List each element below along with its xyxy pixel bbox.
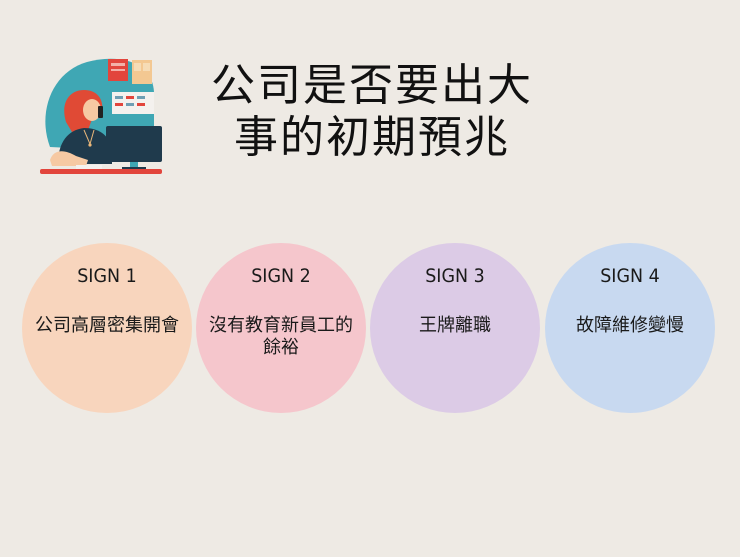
sign-label: SIGN 2: [251, 265, 311, 287]
sign-label: SIGN 4: [600, 265, 660, 287]
page-title: 公司是否要出大 事的初期預兆: [172, 60, 572, 164]
sign-circle-4: SIGN 4 故障維修變慢: [545, 243, 715, 413]
sign-label: SIGN 3: [425, 265, 485, 287]
sign-circle-2: SIGN 2 沒有教育新員工的餘裕: [196, 243, 366, 413]
title-line-1: 公司是否要出大: [211, 60, 533, 111]
sign-circle-1: SIGN 1 公司高層密集開會: [22, 243, 192, 413]
sign-label: SIGN 1: [77, 265, 137, 287]
office-worker-icon: [40, 58, 162, 174]
sign-description: 沒有教育新員工的餘裕: [209, 315, 353, 358]
illustration-woman-on-phone: [32, 52, 162, 174]
title-line-2: 事的初期預兆: [234, 112, 510, 163]
sign-description: 公司高層密集開會: [35, 315, 179, 336]
sign-description: 王牌離職: [419, 315, 491, 336]
sign-description: 故障維修變慢: [576, 315, 684, 336]
sign-circle-3: SIGN 3 王牌離職: [370, 243, 540, 413]
